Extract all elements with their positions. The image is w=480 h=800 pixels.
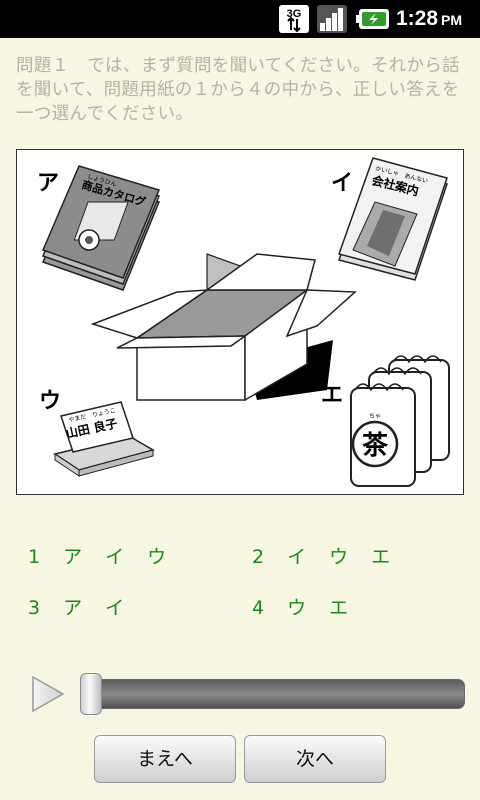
battery-charging-icon — [356, 9, 389, 29]
label-i: イ — [331, 171, 353, 196]
label-e: エ — [321, 383, 343, 408]
svg-text:茶: 茶 — [362, 431, 389, 461]
tea-bags-illustration: ちゃ 茶 — [350, 355, 450, 487]
signal-strength-icon — [317, 5, 347, 33]
choice-1: 1 ア イ ウ — [28, 546, 169, 568]
product-catalog-illustration: しょうひん 商品カタログ — [41, 165, 161, 291]
choice-2: 2 イ ウ エ — [252, 546, 393, 568]
svg-text:3G: 3G — [287, 8, 302, 20]
business-card-illustration: やまだ りょうこ 山田 良子 — [53, 401, 155, 477]
seek-bar[interactable] — [80, 679, 465, 709]
network-3g-icon: 3G — [279, 5, 309, 33]
choice-4: 4 ウ エ — [252, 597, 351, 619]
svg-text:ちゃ: ちゃ — [369, 413, 381, 420]
play-icon[interactable] — [30, 674, 66, 714]
previous-button[interactable]: まえへ — [94, 735, 236, 783]
company-brochure-illustration: かいしゃ あんない 会社案内 — [338, 157, 448, 281]
label-u: ウ — [39, 389, 61, 414]
question-figure: ア しょうひん 商品カタログ イ かいしゃ あんない 会社案内 — [16, 149, 464, 495]
choice-3: 3 ア イ — [28, 597, 127, 619]
seek-thumb[interactable] — [80, 673, 102, 715]
label-a: ア — [37, 171, 59, 196]
figure-illustration: ア しょうひん 商品カタログ イ かいしゃ あんない 会社案内 — [37, 157, 450, 487]
question-text: 問題１ では、まず質問を聞いてください。それから話を聞いて、問題用紙の１から４の… — [16, 56, 460, 124]
next-button[interactable]: 次へ — [244, 735, 386, 783]
cardboard-box-illustration — [90, 253, 357, 402]
